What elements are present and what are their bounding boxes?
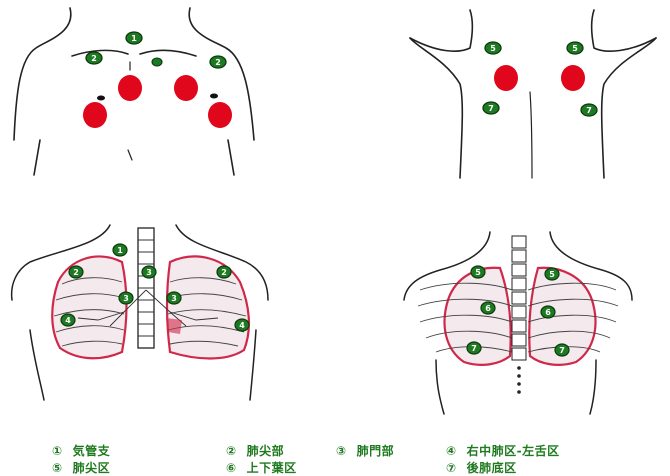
svg-text:5: 5 xyxy=(549,270,555,279)
hotspot-back-left xyxy=(494,65,518,91)
legend-num: ⑤ xyxy=(52,461,63,475)
marker-2-front-right: 2 xyxy=(210,56,226,68)
legend-num: ④ xyxy=(446,444,457,458)
svg-text:4: 4 xyxy=(239,321,245,330)
legend-num: ⑥ xyxy=(226,461,237,475)
svg-text:3: 3 xyxy=(171,294,177,303)
marker-5-lung-back-right: 5 xyxy=(545,268,559,280)
marker-2-lung-front-left: 2 xyxy=(69,266,83,278)
legend-num: ① xyxy=(52,444,63,458)
marker-4-lung-front-right: 4 xyxy=(235,319,249,331)
legend-item-4: ④ 右中肺区-左舌区 xyxy=(446,442,560,459)
svg-text:7: 7 xyxy=(471,344,477,353)
marker-1-lung-front: 1 xyxy=(113,244,127,256)
marker-1-front: 1 xyxy=(126,32,142,44)
legend: ① 気管支 ② 肺尖部 ③ 肺門部 ④ 右中肺区-左舌区 ⑤ 肺尖区 ⑥ 上下葉区 ⑦ 後肺底… xyxy=(0,436,670,474)
back-torso-figure xyxy=(410,10,656,178)
svg-text:3: 3 xyxy=(123,294,129,303)
legend-item-3: ③ 肺門部 xyxy=(336,442,394,459)
back-hotspots xyxy=(494,65,585,91)
svg-text:7: 7 xyxy=(586,106,592,115)
marker-7-lung-back-left: 7 xyxy=(467,342,481,354)
marker-7-back-left: 7 xyxy=(483,102,499,114)
nipple-left xyxy=(97,96,105,101)
svg-text:7: 7 xyxy=(559,346,565,355)
legend-label: 右中肺区-左舌区 xyxy=(467,444,560,458)
hotspot-front-lower-left xyxy=(83,102,107,128)
marker-3-lung-front-left: 3 xyxy=(119,292,133,304)
legend-item-7: ⑦ 後肺底区 xyxy=(446,459,517,476)
marker-3-lung-front-right: 3 xyxy=(167,292,181,304)
svg-text:6: 6 xyxy=(485,304,491,313)
svg-text:2: 2 xyxy=(221,268,227,277)
marker-6-lung-back-right: 6 xyxy=(541,306,555,318)
front-lung-figure: 1 2 2 3 3 3 4 xyxy=(12,225,268,400)
legend-item-1: ① 気管支 xyxy=(52,442,110,459)
marker-7-lung-back-right: 7 xyxy=(555,344,569,356)
marker-4-lung-front-left: 4 xyxy=(61,314,75,326)
hotspot-back-right xyxy=(561,65,585,91)
front-hotspots xyxy=(83,75,232,128)
auscultation-diagram: 1 2 2 5 5 7 xyxy=(0,0,670,436)
back-lung-figure: 5 5 6 6 7 7 xyxy=(404,232,632,414)
legend-item-6: ⑥ 上下葉区 xyxy=(226,459,297,476)
legend-num: ③ xyxy=(336,444,347,458)
marker-3-lung-front-center: 3 xyxy=(142,266,156,278)
svg-text:5: 5 xyxy=(572,44,578,53)
legend-label: 上下葉区 xyxy=(247,461,297,475)
legend-label: 後肺底区 xyxy=(467,461,517,475)
svg-text:2: 2 xyxy=(215,58,221,67)
svg-text:6: 6 xyxy=(545,308,551,317)
marker-6-lung-back-left: 6 xyxy=(481,302,495,314)
legend-label: 肺尖部 xyxy=(247,444,285,458)
marker-2-front-left: 2 xyxy=(86,52,102,64)
marker-5-lung-back-left: 5 xyxy=(471,266,485,278)
legend-num: ② xyxy=(226,444,237,458)
svg-text:3: 3 xyxy=(146,268,152,277)
nipple-right xyxy=(210,94,218,99)
svg-text:5: 5 xyxy=(490,44,496,53)
marker-7-back-right: 7 xyxy=(581,104,597,116)
hotspot-front-upper-left xyxy=(118,75,142,101)
left-lung-front xyxy=(167,256,249,358)
hotspot-front-lower-right xyxy=(208,102,232,128)
marker-2-lung-front-right: 2 xyxy=(217,266,231,278)
svg-text:7: 7 xyxy=(488,104,494,113)
legend-item-5: ⑤ 肺尖区 xyxy=(52,459,110,476)
marker-3-front xyxy=(152,58,162,66)
legend-label: 肺尖区 xyxy=(73,461,111,475)
marker-5-back-right: 5 xyxy=(567,42,583,54)
marker-5-back-left: 5 xyxy=(485,42,501,54)
svg-text:4: 4 xyxy=(65,316,71,325)
svg-text:2: 2 xyxy=(73,268,79,277)
svg-text:1: 1 xyxy=(131,34,137,43)
legend-label: 気管支 xyxy=(73,444,111,458)
svg-text:1: 1 xyxy=(117,246,123,255)
svg-text:5: 5 xyxy=(475,268,481,277)
legend-item-2: ② 肺尖部 xyxy=(226,442,284,459)
legend-label: 肺門部 xyxy=(357,444,395,458)
legend-num: ⑦ xyxy=(446,461,457,475)
svg-text:2: 2 xyxy=(91,54,97,63)
hotspot-front-upper-right xyxy=(174,75,198,101)
